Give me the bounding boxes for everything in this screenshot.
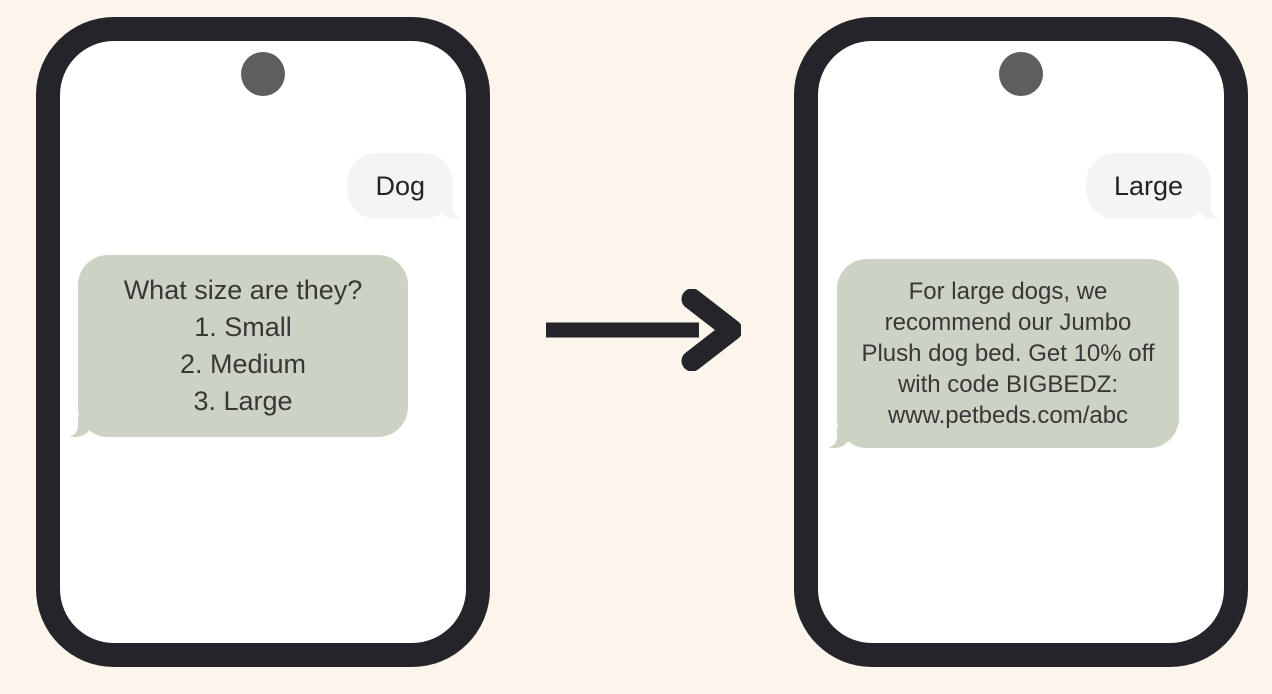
bot-message-line: with code BIGBEDZ: [897, 371, 1119, 398]
bot-message-line: Plush dog bed. Get 10% off [861, 340, 1155, 367]
user-message-bubble: Large [1085, 153, 1223, 219]
bot-message-line: For large dogs, we [908, 278, 1108, 305]
bot-message-line: What size are they? [123, 275, 363, 305]
bot-message-bubble: For large dogs, we recommend our Jumbo P… [826, 259, 1179, 448]
phone-screen-left: Dog What size are they? 1. Small 2. Medi… [60, 41, 466, 643]
camera-icon [999, 52, 1043, 96]
phone-frame-left: Dog What size are they? 1. Small 2. Medi… [36, 17, 490, 667]
camera-icon [241, 52, 285, 96]
user-message-text: Dog [375, 171, 425, 201]
bot-message-bubble: What size are they? 1. Small 2. Medium 3… [67, 255, 408, 437]
bot-message-line: www.petbeds.com/abc [887, 402, 1129, 429]
user-message-text: Large [1113, 171, 1183, 201]
bot-message-line: 1. Small [194, 312, 292, 342]
bot-message-line: recommend our Jumbo [884, 309, 1132, 336]
phone-screen-right: Large For large dogs, we recommend our J… [818, 41, 1224, 643]
phone-frame-right: Large For large dogs, we recommend our J… [794, 17, 1248, 667]
user-message-bubble: Dog [347, 153, 464, 219]
bot-message-line: 2. Medium [179, 349, 307, 379]
flow-arrow-icon [546, 289, 741, 371]
bot-message-line: 3. Large [193, 386, 293, 416]
